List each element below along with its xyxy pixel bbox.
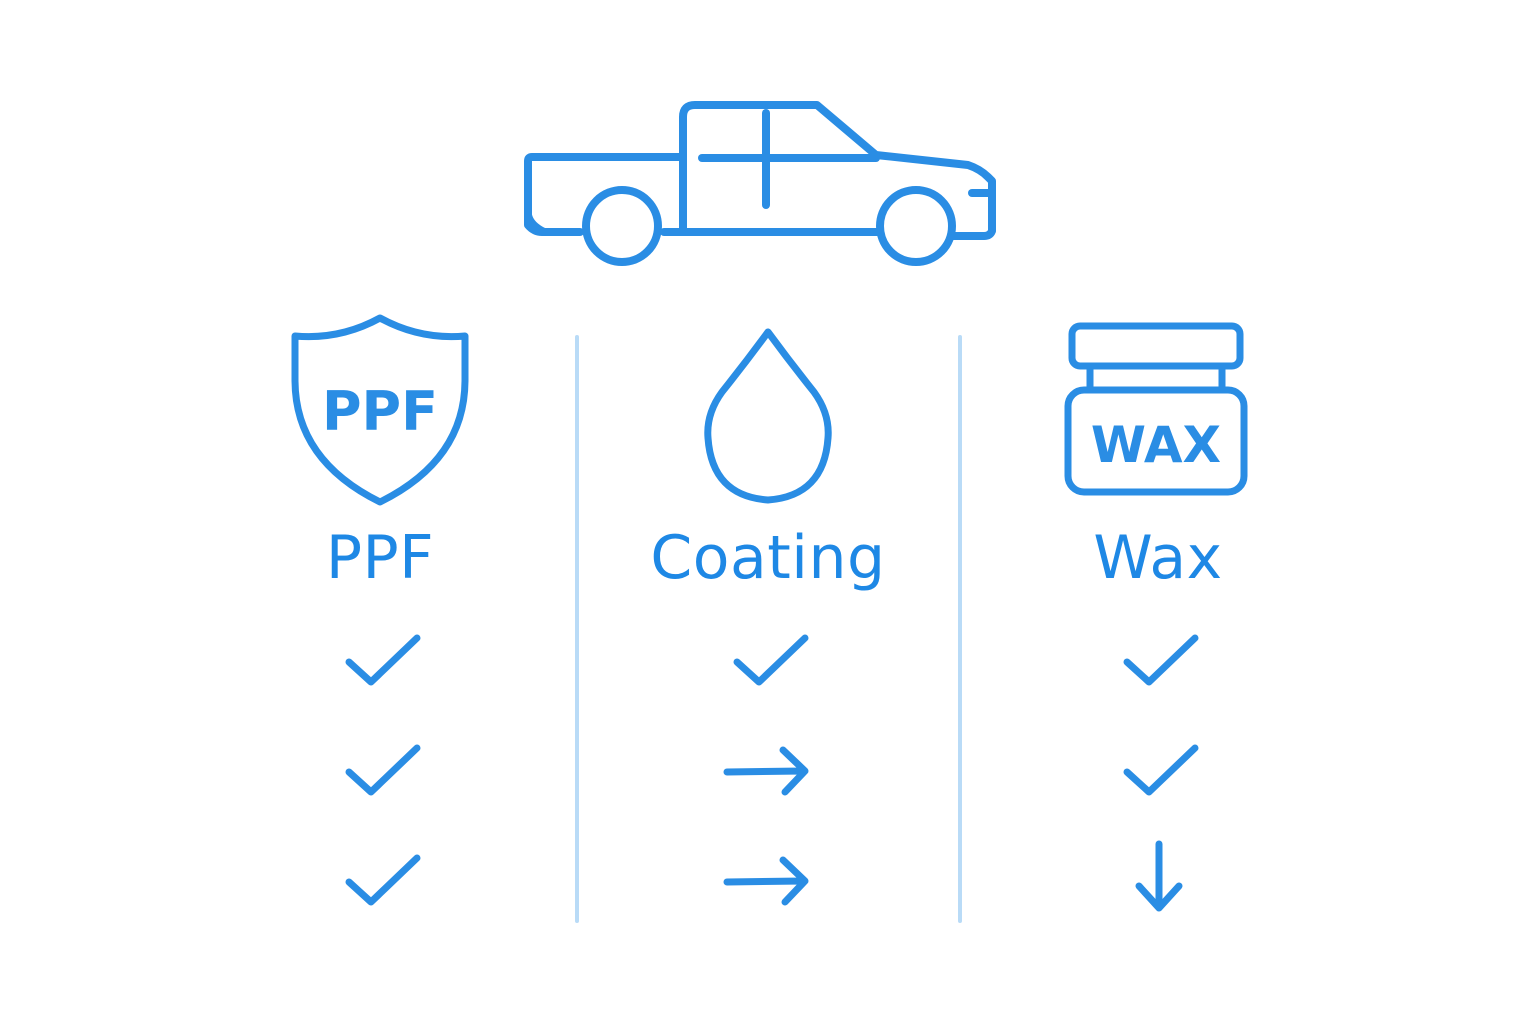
- shield-label: PPF: [322, 380, 438, 443]
- arrow-down-icon: [1135, 840, 1183, 912]
- check-icon: [345, 744, 421, 796]
- marks-ppf: [230, 620, 530, 950]
- marks-coating: [618, 620, 918, 950]
- column-ppf: PPF PPF: [230, 300, 530, 940]
- column-divider-right: [958, 335, 962, 923]
- wax-jar-icon: WAX: [1064, 322, 1248, 496]
- arrow-right-icon: [723, 746, 809, 796]
- jar-label: WAX: [1091, 416, 1221, 474]
- column-title-wax: Wax: [1093, 523, 1223, 593]
- column-title-coating: Coating: [650, 523, 886, 593]
- check-icon: [345, 854, 421, 906]
- check-icon: [345, 634, 421, 686]
- check-icon: [733, 634, 809, 686]
- pickup-truck-icon: [524, 101, 996, 266]
- water-drop-icon: [704, 328, 832, 504]
- arrow-right-icon: [723, 856, 809, 906]
- column-coating: Coating: [618, 300, 918, 940]
- check-icon: [1123, 634, 1199, 686]
- column-wax: WAX Wax: [1008, 300, 1308, 940]
- marks-wax: [1008, 620, 1308, 950]
- column-divider-left: [575, 335, 579, 923]
- check-icon: [1123, 744, 1199, 796]
- shield-icon: PPF: [291, 314, 469, 506]
- column-title-ppf: PPF: [325, 523, 435, 593]
